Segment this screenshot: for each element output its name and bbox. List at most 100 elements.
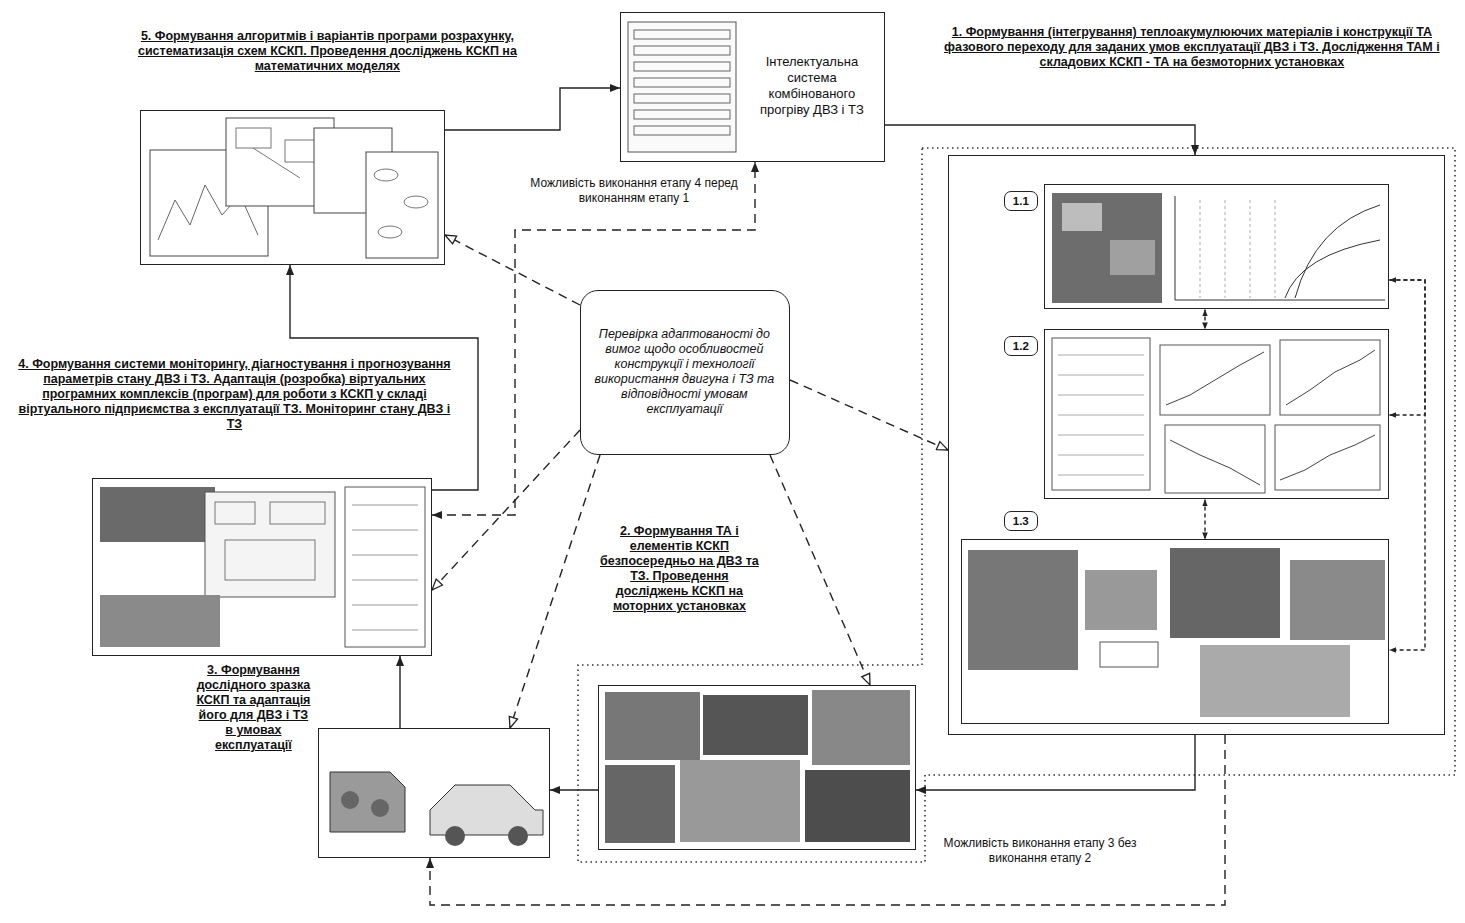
lab-photo bbox=[1052, 193, 1162, 303]
stage-heading: 2. Формування ТА і елементів КСКП безпос… bbox=[599, 524, 759, 614]
engine-photo bbox=[605, 765, 675, 843]
connector bbox=[1389, 280, 1425, 650]
substage-box: 1.2 bbox=[1044, 329, 1389, 499]
connector bbox=[445, 235, 580, 305]
car-wheel bbox=[508, 826, 528, 846]
sheet-line bbox=[352, 530, 418, 531]
sheet-line bbox=[352, 580, 418, 581]
chart-panel bbox=[1160, 345, 1270, 415]
lab-monitor bbox=[1062, 203, 1102, 231]
engine-photo bbox=[805, 770, 910, 842]
chart-line bbox=[1166, 352, 1264, 405]
connector bbox=[770, 455, 870, 685]
engine-photo bbox=[703, 695, 808, 755]
bench-photo bbox=[968, 550, 1078, 670]
connector-group bbox=[290, 88, 1425, 905]
schema-block bbox=[270, 502, 325, 524]
stage-heading: 1. Формування (інтегрування) теплоакумул… bbox=[924, 25, 1459, 70]
chart-axis bbox=[1175, 196, 1176, 300]
engine-drawing bbox=[330, 772, 405, 832]
chart-line bbox=[1170, 440, 1260, 485]
connector bbox=[399, 656, 400, 728]
substage-box: 1.1 bbox=[1044, 184, 1389, 309]
schematic-bar bbox=[634, 110, 730, 119]
schema-block bbox=[215, 502, 255, 524]
sheet-line bbox=[352, 555, 418, 556]
stage-box: 4. Формування системи моніторингу, діагн… bbox=[92, 478, 432, 656]
bench-photo bbox=[1085, 570, 1157, 630]
data-table bbox=[1052, 338, 1150, 490]
stage-heading: 4. Формування системи моніторингу, діагн… bbox=[9, 357, 459, 432]
chart-panel bbox=[1280, 340, 1380, 415]
stage-box: 2. Формування ТА і елементів КСКП безпос… bbox=[598, 685, 916, 850]
car-drawing bbox=[430, 785, 543, 835]
connector bbox=[1204, 499, 1205, 539]
schematic-bar bbox=[634, 126, 730, 135]
lab-device bbox=[1110, 240, 1155, 275]
engine-photo bbox=[680, 760, 800, 842]
connector bbox=[916, 735, 1195, 790]
callout-number: 1.3 bbox=[1004, 511, 1038, 531]
chart-panel bbox=[1165, 425, 1265, 493]
schematic-bar bbox=[634, 78, 730, 87]
flow-line bbox=[253, 148, 300, 178]
connector bbox=[550, 789, 598, 790]
flow-ellipse bbox=[378, 226, 402, 238]
chart-line bbox=[1280, 435, 1375, 480]
engine-part bbox=[341, 791, 359, 809]
schematic-sheet bbox=[628, 22, 736, 152]
bench-schema bbox=[1100, 642, 1158, 667]
system-box: Інтелектуальна система комбінованого про… bbox=[620, 12, 885, 162]
connector bbox=[1389, 280, 1425, 415]
engine-photo bbox=[605, 692, 700, 760]
flow-block bbox=[236, 128, 271, 148]
bench-photo bbox=[1170, 548, 1280, 638]
schematic-bar bbox=[634, 94, 730, 103]
monitor-photo bbox=[100, 595, 220, 647]
substage-box: 1.3 bbox=[961, 539, 1389, 724]
diagram-sheet bbox=[345, 487, 425, 647]
engine-part bbox=[371, 799, 389, 817]
stage-box: 5. Формування алгоритмів і варіантів про… bbox=[140, 110, 445, 265]
screenshot bbox=[366, 152, 438, 258]
schematic-bar bbox=[634, 62, 730, 71]
chart-panel bbox=[1275, 425, 1380, 490]
table-lines bbox=[1058, 355, 1144, 475]
schema-block bbox=[225, 540, 315, 580]
connector bbox=[432, 430, 580, 590]
sheet-line bbox=[352, 505, 418, 506]
bench-photo bbox=[1200, 645, 1350, 717]
stage-heading: 5. Формування алгоритмів і варіантів про… bbox=[117, 29, 537, 74]
block-schema bbox=[205, 492, 335, 597]
stage-heading: 3. Формування дослідного зразка КСКП та … bbox=[195, 663, 311, 753]
chart-line bbox=[1286, 350, 1375, 405]
check-box: Перевірка адаптованості до вимог щодо ос… bbox=[580, 290, 790, 455]
chart-curve bbox=[1285, 240, 1380, 298]
schematic-bar bbox=[634, 30, 730, 39]
box-label: Інтелектуальна система комбінованого про… bbox=[744, 54, 879, 118]
sheet-line bbox=[352, 630, 418, 631]
edge-label: Можливість виконання етапу 3 без виконан… bbox=[940, 836, 1140, 866]
connector bbox=[885, 125, 1195, 155]
connector bbox=[790, 380, 948, 450]
bench-photo bbox=[1290, 560, 1385, 640]
callout-number: 1.1 bbox=[1004, 191, 1038, 211]
car-wheel bbox=[445, 826, 465, 846]
stage-box: 1. Формування (інтегрування) теплоакумул… bbox=[948, 155, 1445, 735]
flow-ellipse bbox=[374, 169, 398, 181]
chart-axis bbox=[1175, 300, 1385, 301]
stage-box: 3. Формування дослідного зразка КСКП та … bbox=[318, 728, 550, 858]
connector bbox=[445, 88, 620, 130]
dashboard-photo bbox=[100, 487, 215, 542]
connector bbox=[1204, 309, 1205, 329]
schematic-bar bbox=[634, 46, 730, 55]
chart-grid bbox=[1200, 200, 1275, 298]
connector bbox=[510, 455, 600, 728]
flow-ellipse bbox=[404, 196, 428, 208]
dotted-region bbox=[578, 148, 1455, 862]
box-label: Перевірка адаптованості до вимог щодо ос… bbox=[589, 327, 779, 417]
engine-photo bbox=[812, 690, 910, 765]
